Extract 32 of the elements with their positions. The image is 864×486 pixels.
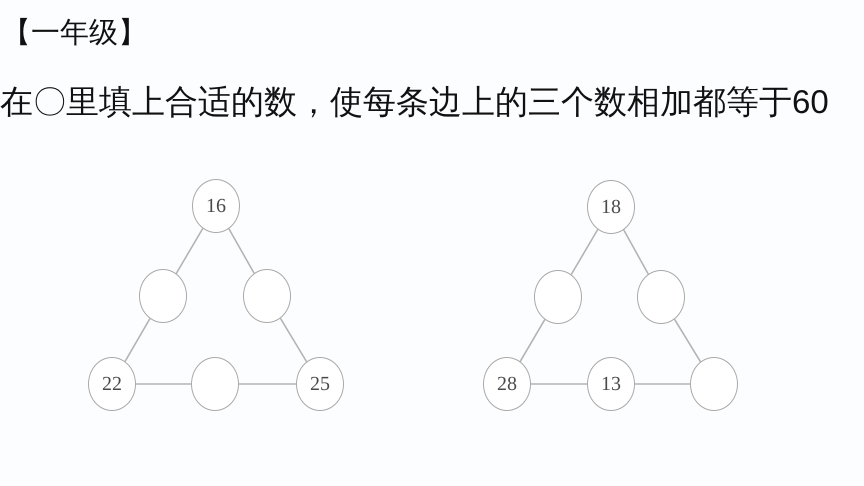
heading: 【一年级】 — [2, 16, 147, 51]
answer-circle — [243, 269, 291, 323]
connector-line — [635, 383, 690, 385]
number-label: 16 — [206, 196, 226, 216]
connector-line — [228, 228, 255, 274]
answer-circle — [534, 270, 582, 324]
instruction-text: 在〇里填上合适的数，使每条边上的三个数相加都等于60 — [0, 82, 829, 122]
number-circle — [587, 180, 635, 234]
connector-line — [136, 383, 191, 385]
connector-line — [623, 230, 649, 274]
number-circle — [88, 357, 136, 411]
number-circle — [587, 357, 635, 411]
number-circle — [296, 357, 344, 411]
number-circle — [192, 179, 240, 233]
connector-line — [280, 318, 308, 362]
answer-circle — [690, 357, 738, 411]
number-label: 18 — [601, 197, 621, 217]
answer-circle — [637, 270, 685, 324]
number-label: 28 — [497, 374, 517, 394]
connector-line — [239, 383, 296, 385]
number-label: 13 — [601, 374, 621, 394]
connector-line — [520, 319, 546, 362]
number-circle — [483, 357, 531, 411]
number-label: 22 — [102, 374, 122, 394]
connector-line — [570, 229, 598, 275]
answer-circle — [191, 357, 239, 411]
connector-line — [124, 318, 151, 362]
connector-line — [176, 228, 204, 274]
connector-line — [531, 383, 587, 385]
connector-line — [674, 318, 702, 362]
answer-circle — [139, 269, 187, 323]
number-label: 25 — [310, 374, 330, 394]
